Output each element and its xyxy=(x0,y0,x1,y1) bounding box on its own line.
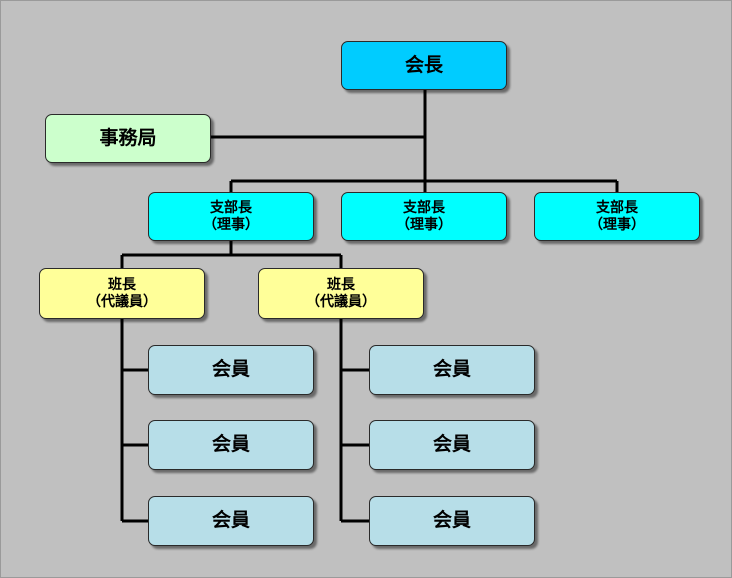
member-box: 会員 xyxy=(369,420,535,470)
member-label: 会員 xyxy=(432,358,471,381)
branch-chief-box: 支部長 （理事） xyxy=(534,192,700,241)
member-label: 会員 xyxy=(432,433,471,456)
member-box: 会員 xyxy=(369,496,535,546)
branch-chief-subtitle: （理事） xyxy=(589,216,645,233)
member-label: 会員 xyxy=(211,509,250,532)
member-box: 会員 xyxy=(148,496,314,546)
branch-chief-box: 支部長 （理事） xyxy=(148,192,314,241)
group-leader-box: 班長 （代議員） xyxy=(39,268,205,319)
member-box: 会員 xyxy=(369,345,535,395)
branch-chief-subtitle: （理事） xyxy=(203,216,259,233)
secretariat-label: 事務局 xyxy=(99,126,157,149)
group-leader-box: 班長 （代議員） xyxy=(258,268,424,319)
member-box: 会員 xyxy=(148,345,314,395)
group-leader-title: 班長 xyxy=(108,277,136,294)
branch-chief-title: 支部長 xyxy=(403,200,445,217)
group-leader-subtitle: （代議員） xyxy=(87,293,157,310)
branch-chief-title: 支部長 xyxy=(210,200,252,217)
group-leader-title: 班長 xyxy=(327,277,355,294)
chairman-box: 会長 xyxy=(341,41,507,90)
member-label: 会員 xyxy=(211,433,250,456)
secretariat-box: 事務局 xyxy=(45,114,211,163)
member-label: 会員 xyxy=(211,358,250,381)
branch-chief-box: 支部長 （理事） xyxy=(341,192,507,241)
member-label: 会員 xyxy=(432,509,471,532)
member-box: 会員 xyxy=(148,420,314,470)
group-leader-subtitle: （代議員） xyxy=(306,293,376,310)
chairman-label: 会長 xyxy=(404,53,443,76)
branch-chief-subtitle: （理事） xyxy=(396,216,452,233)
branch-chief-title: 支部長 xyxy=(596,200,638,217)
